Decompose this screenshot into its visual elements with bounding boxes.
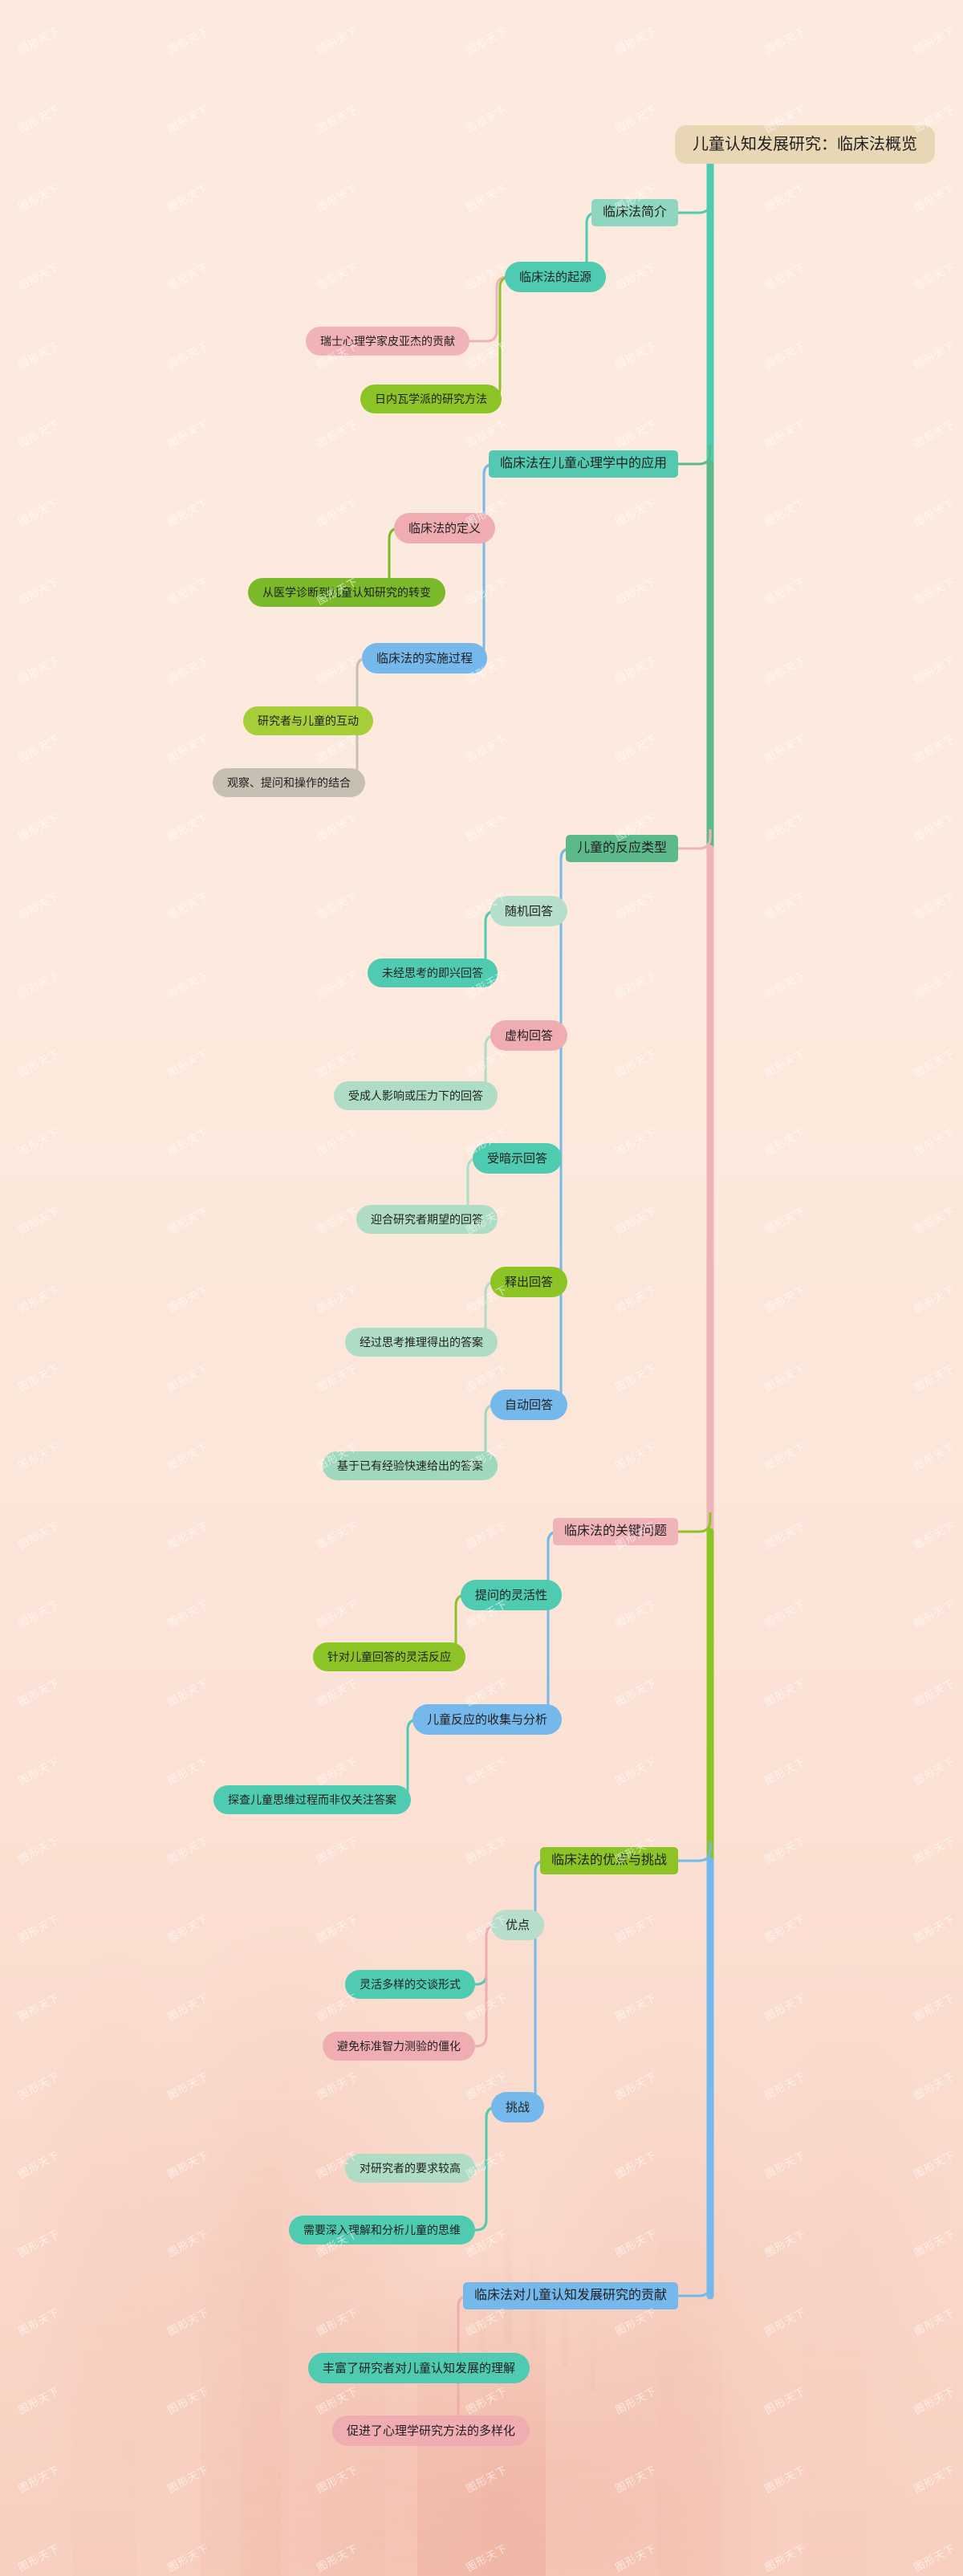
leaf-node[interactable]: 日内瓦学派的研究方法 <box>360 385 502 413</box>
leaf-node[interactable]: 对研究者的要求较高 <box>345 2154 475 2183</box>
sub-node[interactable]: 挑战 <box>490 2092 544 2122</box>
sub-node[interactable]: 临床法的定义 <box>393 513 495 543</box>
branch-connector <box>678 1841 712 1862</box>
node-connector <box>524 1859 547 2109</box>
node-connector <box>537 1530 562 1721</box>
branch-node[interactable]: 临床法简介 <box>591 199 678 226</box>
node-connector <box>550 847 572 1406</box>
branch-connector <box>678 2277 712 2297</box>
leaf-node[interactable]: 灵活多样的交谈形式 <box>345 1970 475 1999</box>
sub-node[interactable]: 释出回答 <box>490 1267 567 1297</box>
leaf-node[interactable]: 受成人影响或压力下的回答 <box>334 1081 498 1110</box>
sub-node[interactable]: 临床法的实施过程 <box>361 643 487 674</box>
sub-node[interactable]: 受暗示回答 <box>472 1143 562 1174</box>
leaf-node[interactable]: 探查儿童思维过程而非仅关注答案 <box>213 1785 411 1814</box>
leaf-node[interactable]: 经过思考推理得出的答案 <box>345 1328 498 1357</box>
sub-node[interactable]: 虚构回答 <box>490 1020 567 1051</box>
sub-node[interactable]: 自动回答 <box>490 1390 567 1420</box>
root-node[interactable]: 儿童认知发展研究：临床法概览 <box>675 125 935 164</box>
leaf-node[interactable]: 观察、提问和操作的结合 <box>213 768 365 797</box>
leaf-node[interactable]: 未经思考的即兴回答 <box>368 958 498 987</box>
branch-connector <box>678 193 712 214</box>
branch-connector <box>678 1512 712 1533</box>
branch-node[interactable]: 临床法在儿童心理学中的应用 <box>488 450 678 478</box>
leaf-node[interactable]: 针对儿童回答的灵活反应 <box>313 1642 465 1671</box>
leaf-node[interactable]: 基于已有经验快速给出的答案 <box>323 1451 498 1480</box>
branch-node[interactable]: 临床法的优点与挑战 <box>539 1847 678 1874</box>
sub-node[interactable]: 促进了心理学研究方法的多样化 <box>331 2415 530 2446</box>
node-connector <box>475 1923 498 2048</box>
branch-node[interactable]: 临床法对儿童认知发展研究的贡献 <box>462 2282 678 2309</box>
node-connector <box>473 462 495 660</box>
leaf-node[interactable]: 瑞士心理学家皮亚杰的贡献 <box>306 327 469 356</box>
sub-node[interactable]: 提问的灵活性 <box>460 1580 562 1610</box>
node-connector <box>469 275 508 343</box>
leaf-node[interactable]: 研究者与儿童的互动 <box>243 706 373 735</box>
sub-node[interactable]: 临床法的起源 <box>504 262 606 292</box>
leaf-node[interactable]: 避免标准智力测验的僵化 <box>323 2032 475 2061</box>
leaf-node[interactable]: 从医学诊断到儿童认知研究的转变 <box>248 578 445 607</box>
sub-node[interactable]: 随机回答 <box>490 896 567 926</box>
sub-node[interactable]: 儿童反应的收集与分析 <box>412 1704 562 1735</box>
leaf-node[interactable]: 需要深入理解和分析儿童的思维 <box>289 2216 475 2244</box>
branch-connector <box>678 829 712 850</box>
sub-node[interactable]: 优点 <box>490 1910 544 1940</box>
sub-node[interactable]: 丰富了研究者对儿童认知发展的理解 <box>307 2353 530 2383</box>
leaf-node[interactable]: 迎合研究者期望的回答 <box>356 1205 498 1234</box>
node-connector <box>489 275 511 401</box>
branch-connector <box>678 445 712 466</box>
branch-node[interactable]: 临床法的关键问题 <box>552 1518 678 1545</box>
branch-node[interactable]: 儿童的反应类型 <box>565 835 678 862</box>
